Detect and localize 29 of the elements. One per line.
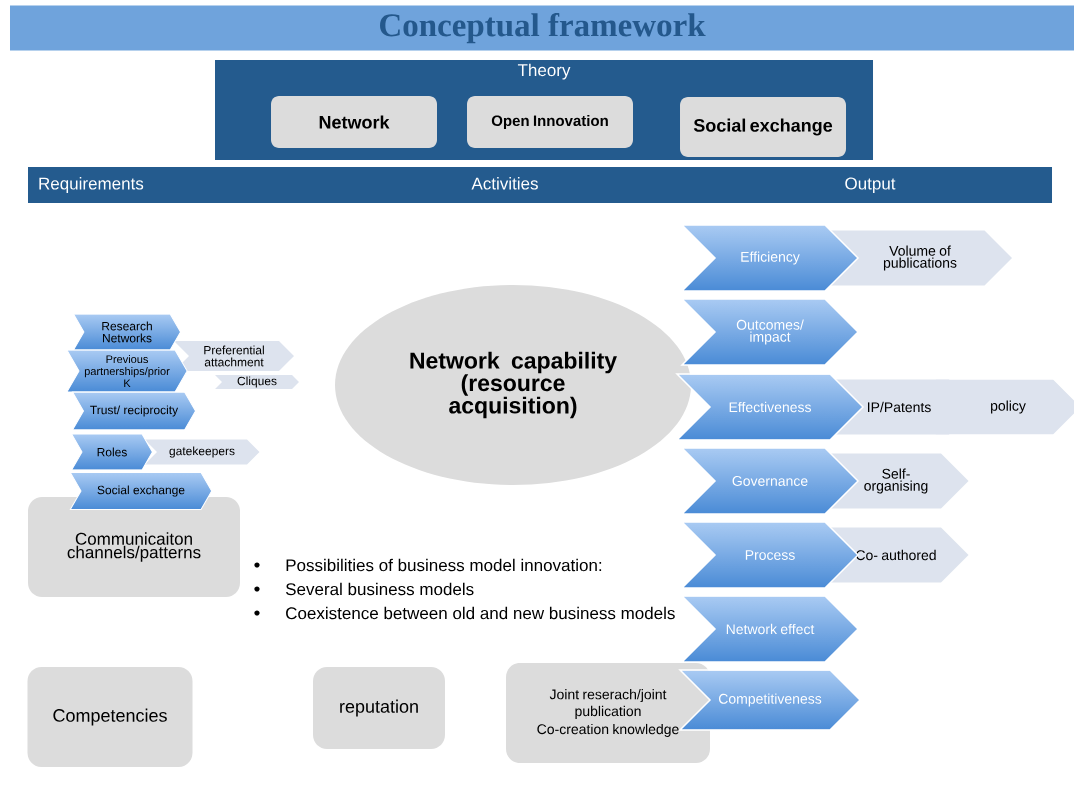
node-label: IP/Patents <box>868 401 931 413</box>
theory-box: Open Innovation <box>467 96 633 148</box>
theory-box: Network <box>271 96 437 148</box>
rounded-box: Competencies <box>27 667 193 767</box>
chevron-box: Roles <box>71 433 153 471</box>
theory-box: Social exchange <box>680 97 846 157</box>
bullet-text: Possibilities of business model innovation: <box>286 558 602 572</box>
title-banner: Conceptual framework <box>10 5 1074 51</box>
bullet-text: Coexistence between old and new business models <box>286 606 675 620</box>
header-band: Requirements Activities Output <box>28 167 1052 203</box>
rounded-box: Joint reserach/joint publication Co-creation knowledge <box>506 663 710 763</box>
rounded-box: Communicaiton channels/patterns <box>28 497 240 597</box>
chevron-box: gatekeepers <box>144 439 260 465</box>
chevron-box: Preferential attachment <box>174 341 294 371</box>
chevron-box: Governance <box>680 447 860 515</box>
chevron-box: Research Networks <box>73 313 181 351</box>
chevron-box: Effectiveness <box>675 373 865 441</box>
rounded-box: reputation <box>313 667 445 749</box>
chevron-box: Previous partnerships/prior K <box>66 349 188 393</box>
bullet-text: Several business models <box>285 582 474 596</box>
node-label: policy <box>991 400 1026 414</box>
chevron-box: Outcomes/ impact <box>680 298 860 366</box>
chevron-box: Social exchange <box>69 472 213 510</box>
chevron-box: Competitiveness <box>678 669 862 731</box>
chevron-box: Volume of publications <box>828 230 1012 286</box>
chevron-box: Trust/ reciprocity <box>72 391 196 431</box>
chevron-box: Network effect <box>680 595 860 663</box>
chevron-box: Efficiency <box>680 224 860 292</box>
chevron-box: Cliques <box>215 375 299 389</box>
